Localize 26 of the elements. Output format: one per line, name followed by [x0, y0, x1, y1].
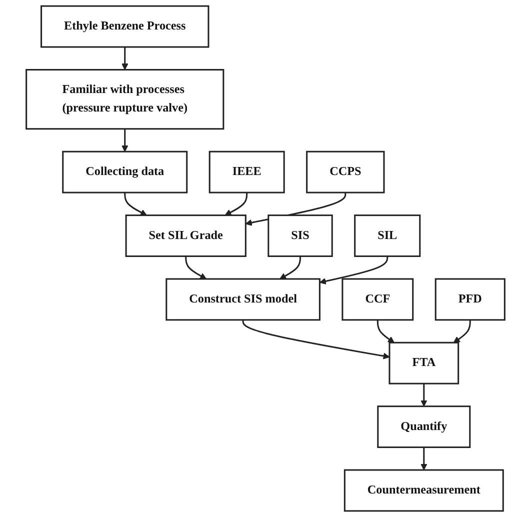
- arrow: [242, 320, 390, 360]
- arrow: [224, 192, 248, 216]
- node-box: Set SIL Grade: [125, 214, 246, 257]
- arrow: [319, 256, 388, 284]
- arrow: [124, 192, 147, 216]
- node-box: CCPS: [306, 150, 385, 194]
- node-box: IEEE: [208, 150, 285, 194]
- node-box: Quantify: [377, 406, 471, 448]
- arrow: [122, 47, 128, 70]
- node-box: FTA: [388, 342, 460, 384]
- node-box: Countermeasurement: [344, 469, 504, 512]
- node-box: PFD: [434, 278, 506, 321]
- arrow: [376, 320, 394, 343]
- arrow: [420, 384, 428, 407]
- node-box: SIL: [354, 214, 421, 257]
- arrow: [280, 256, 302, 280]
- node-box: SIS: [268, 214, 333, 257]
- node-box: Ethyle Benzene Process: [40, 5, 210, 48]
- arrow: [185, 256, 207, 280]
- node-box: CCF: [342, 278, 414, 321]
- arrow: [453, 320, 471, 343]
- node-box: Construct SIS model: [166, 278, 320, 321]
- node-box: Collecting data: [62, 150, 188, 194]
- node-box: Familiar with processes (pressure rupture valve): [26, 68, 224, 130]
- arrow: [420, 447, 428, 470]
- arrow: [122, 128, 128, 152]
